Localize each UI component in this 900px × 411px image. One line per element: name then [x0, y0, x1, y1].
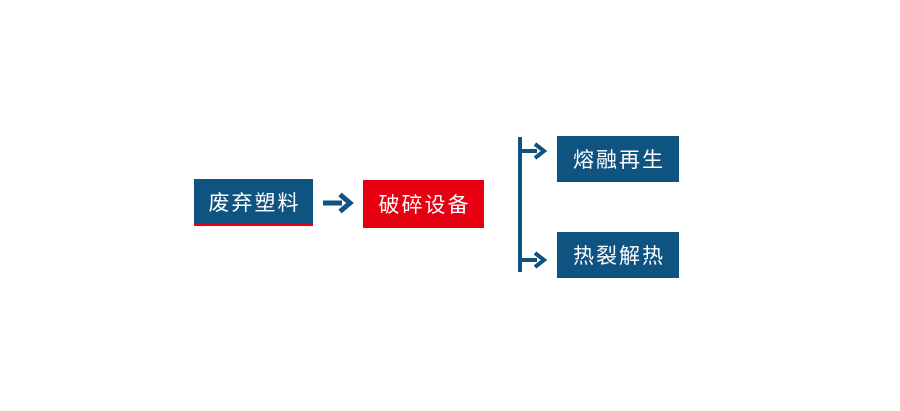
arrow-bottom-head	[533, 251, 548, 269]
node-melt-regeneration: 熔融再生	[557, 136, 679, 182]
node-pyrolysis: 热裂解热	[557, 232, 679, 278]
node-waste-plastic: 废弃塑料	[194, 179, 313, 226]
arrow-main-head	[338, 192, 354, 214]
arrow-top-head	[533, 142, 548, 160]
node-crushing-equipment: 破碎设备	[363, 180, 484, 228]
